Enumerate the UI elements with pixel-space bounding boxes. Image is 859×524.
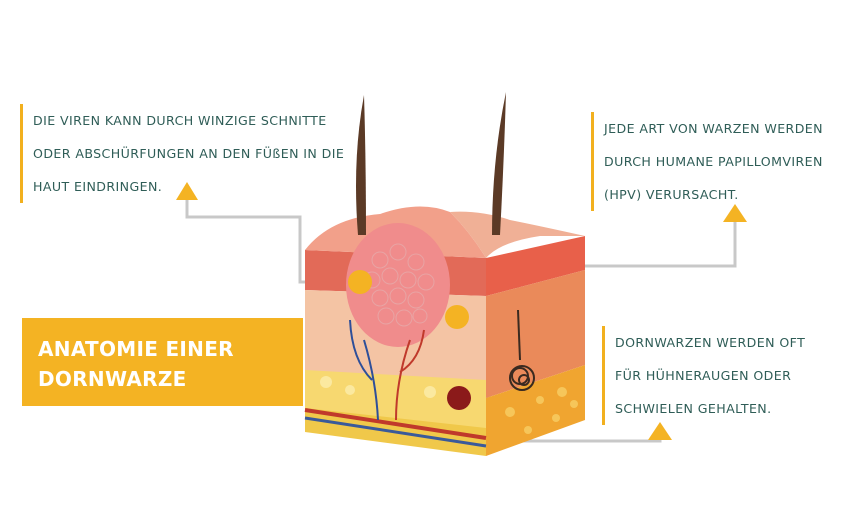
callout-bottom-right: DORNWARZEN WERDEN OFT FÜR HÜHNERAUGEN OD… (602, 326, 805, 425)
callout-top-right-line-2: DURCH HUMANE PAPILLOMVIREN (604, 145, 823, 178)
skin-block (305, 92, 585, 456)
callout-top-left-line-1: DIE VIREN KANN DURCH WINZIGE SCHNITTE (33, 104, 344, 137)
marker-top-right[interactable] (445, 305, 469, 329)
marker-bottom-right[interactable] (447, 386, 471, 410)
callout-top-right: JEDE ART VON WARZEN WERDEN DURCH HUMANE … (591, 112, 823, 211)
callout-top-left-line-3: HAUT EINDRINGEN. (33, 170, 344, 203)
banner-title-line-1: ANATOMIE EINER (38, 334, 234, 364)
banner-title-line-2: DORNWARZE (38, 364, 234, 394)
marker-top-left[interactable] (348, 270, 372, 294)
callout-bottom-right-line-3: SCHWIELEN GEHALTEN. (615, 392, 805, 425)
callout-top-left-line-2: ODER ABSCHÜRFUNGEN AN DEN FÜßEN IN DIE (33, 137, 344, 170)
callout-top-right-line-1: JEDE ART VON WARZEN WERDEN (604, 112, 823, 145)
callout-bottom-right-line-1: DORNWARZEN WERDEN OFT (615, 326, 805, 359)
title-banner: ANATOMIE EINER DORNWARZE (22, 318, 303, 406)
callout-bottom-right-line-2: FÜR HÜHNERAUGEN ODER (615, 359, 805, 392)
hair-icon (492, 92, 506, 235)
banner-title: ANATOMIE EINER DORNWARZE (38, 334, 234, 394)
callout-top-left: DIE VIREN KANN DURCH WINZIGE SCHNITTE OD… (20, 104, 344, 203)
hair-icon (356, 95, 366, 235)
callout-top-right-line-3: (HPV) VERURSACHT. (604, 178, 823, 211)
